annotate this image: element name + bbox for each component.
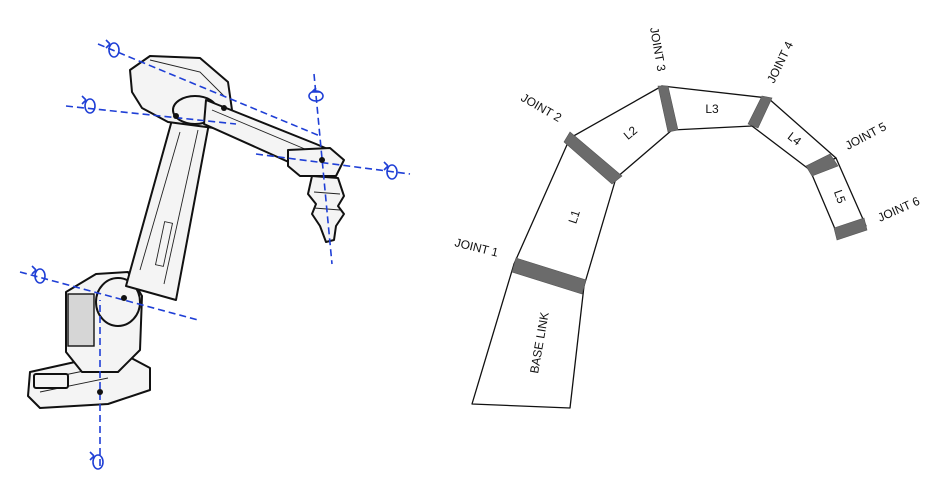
link-5-label: L5: [831, 188, 849, 206]
joint-6-band: [833, 217, 868, 241]
joint-5-label: JOINT 5: [843, 119, 889, 152]
robot-lower-arm: [125, 117, 211, 301]
rotation-arrow-icon: [105, 39, 120, 58]
rotation-arrow-icon: [81, 95, 96, 114]
joint-4-band: [747, 95, 773, 129]
axis-4: [97, 43, 321, 137]
robot-shoulder-disc: [95, 277, 141, 327]
axis-2: [19, 271, 199, 321]
joint-1-band: [511, 257, 587, 295]
robot-arm-illustration: [19, 39, 411, 470]
joint-2-band: [563, 131, 623, 185]
joint-2-label: JOINT 2: [519, 90, 565, 125]
rotation-arrow-icon: [308, 87, 324, 102]
joint-5-band: [805, 153, 839, 177]
robot-motor: [67, 293, 95, 347]
joint-1-label: JOINT 1: [453, 235, 500, 259]
axis-6: [255, 153, 411, 175]
rotation-arrow-icon: [31, 265, 46, 284]
robot-base-plate: [33, 373, 69, 389]
joint-4-label: JOINT 4: [764, 39, 796, 85]
rotation-arrow-icon: [89, 451, 104, 470]
joint-3-band: [657, 85, 679, 133]
joint-3-label: JOINT 3: [647, 26, 669, 73]
joint-6-label: JOINT 6: [876, 194, 923, 225]
link-3-label: L3: [705, 102, 719, 116]
axis-5: [313, 73, 333, 265]
kinematic-chain-diagram: BASE LINK L1 L2 L3 L4 L5 JOINT 1 JOINT 2…: [453, 26, 923, 409]
link-1-label: L1: [565, 208, 583, 225]
rotation-arrow-icon: [383, 161, 398, 180]
